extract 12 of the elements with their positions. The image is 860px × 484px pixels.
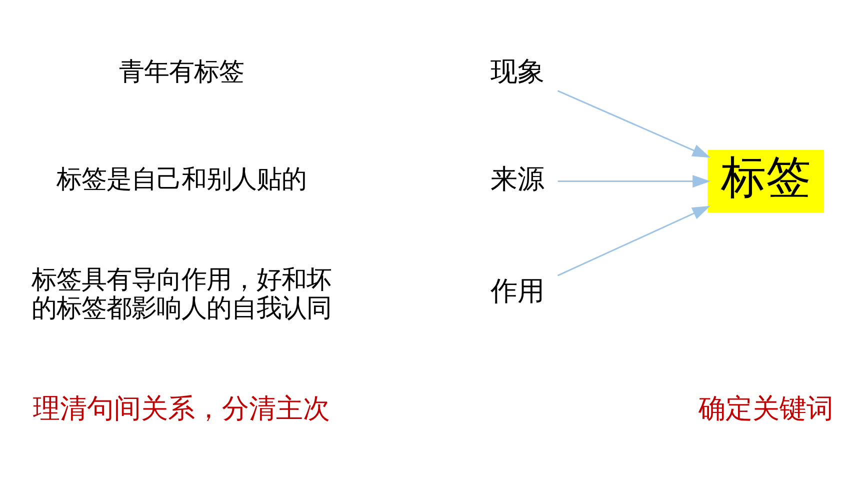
arrow bbox=[558, 174, 711, 188]
arrow bbox=[557, 90, 710, 158]
node-box: 标签 bbox=[708, 149, 824, 212]
arrow bbox=[557, 205, 710, 276]
label: 青年有标签 bbox=[118, 55, 244, 86]
label: 理清句间关系，分清主次 bbox=[32, 393, 330, 424]
node-text: 现象 bbox=[490, 56, 544, 87]
label: 标签具有导向作用，好和坏的标签都影响人的自我认同 bbox=[31, 264, 332, 322]
node-text: 作用 bbox=[490, 275, 544, 306]
label: 确定关键词 bbox=[698, 393, 834, 424]
label: 标签是自己和别人贴的 bbox=[56, 162, 306, 193]
node-text: 来源 bbox=[490, 163, 544, 194]
